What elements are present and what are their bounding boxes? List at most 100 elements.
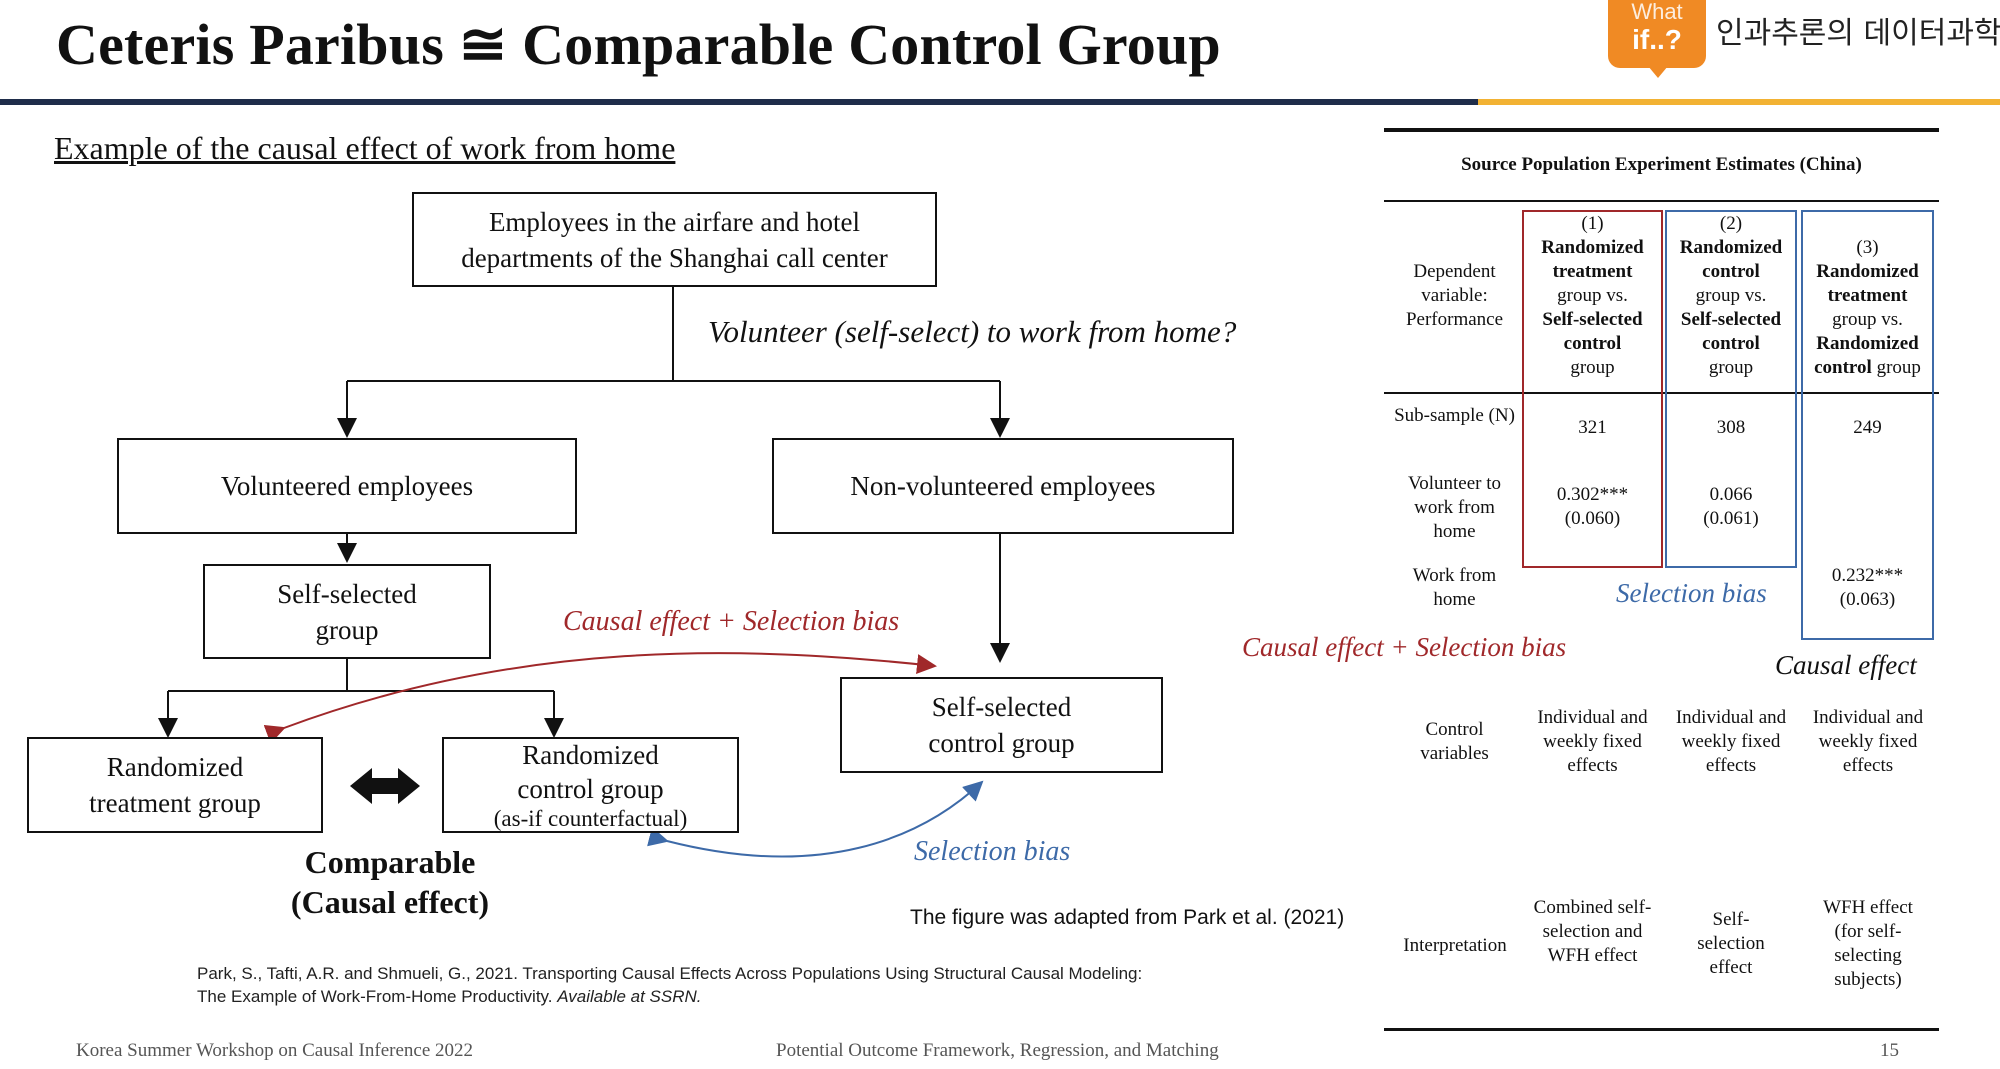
table-title: Source Population Experiment Estimates (… xyxy=(1461,154,1862,175)
cell-interp-2: Self-selection effect xyxy=(1697,909,1765,978)
cell-volunteer-2-coef: 0.066 xyxy=(1709,484,1753,505)
col2-l4: Self-selected xyxy=(1680,309,1782,330)
col3-l6: group xyxy=(1876,357,1921,378)
table-header-rule xyxy=(1384,200,1939,202)
logo-line1: What xyxy=(1631,0,1683,24)
box-non-volunteered: Non-volunteered employees xyxy=(772,438,1234,534)
row-label-wfh: Work from home xyxy=(1412,565,1497,610)
header-rule xyxy=(0,99,1478,105)
cell-subsample-2: 308 xyxy=(1716,417,1746,438)
page-title: Ceteris Paribus ≅ Comparable Control Gro… xyxy=(56,12,1221,77)
cell-subsample-1: 321 xyxy=(1578,417,1607,438)
cell-wfh-3-coef: 0.232*** xyxy=(1831,565,1904,586)
reference-italic: Available at SSRN. xyxy=(557,987,702,1006)
highlight-column-2 xyxy=(1665,210,1797,568)
box-root-population: Employees in the airfare and hotel depar… xyxy=(412,192,937,287)
column-header-3: (3) Randomized treatment group vs. Rando… xyxy=(1803,236,1932,380)
randomized-control-line2: control group xyxy=(517,774,664,804)
row-header-dependent: Dependent variable: Performance xyxy=(1405,261,1504,330)
row-label-interpretation: Interpretation xyxy=(1403,935,1507,956)
col2-num: (2) xyxy=(1719,213,1743,234)
cell-controls-3: Individual and weekly fixed effects xyxy=(1812,707,1924,776)
randomized-control-line1: Randomized xyxy=(522,740,659,770)
adapted-note: The figure was adapted from Park et al. … xyxy=(910,906,1345,929)
non-volunteered-label: Non-volunteered employees xyxy=(850,471,1156,501)
comparable-label: Comparable (Causal effect) xyxy=(230,842,550,922)
comparable-line1: Comparable xyxy=(304,844,476,880)
header-rule-accent xyxy=(1478,99,2000,105)
column-header-1: (1) Randomized treatment group vs. Self-… xyxy=(1524,212,1661,380)
cell-wfh-3-se: (0.063) xyxy=(1839,589,1896,610)
col2-l6: group xyxy=(1708,357,1754,378)
randomized-treatment-label: Randomized treatment group xyxy=(89,752,261,818)
col1-num: (1) xyxy=(1581,213,1604,234)
reference-line1: Park, S., Tafti, A.R. and Shmueli, G., 2… xyxy=(197,964,1143,983)
table-causal-selection-label: Causal effect + Selection bias xyxy=(1242,632,1567,662)
footer-left: Korea Summer Workshop on Causal Inferenc… xyxy=(76,1040,474,1061)
cell-interp-3: WFH effect (for self-selecting subjects) xyxy=(1823,897,1913,990)
table-causal-label: Causal effect xyxy=(1775,650,1917,680)
table-top-rule xyxy=(1384,128,1939,132)
box-randomized-control: Randomized control group (as-if counterf… xyxy=(442,737,739,833)
cell-volunteer-1: 0.302*** (0.060) xyxy=(1524,483,1661,531)
logo-line2: if..? xyxy=(1632,24,1682,55)
causal-selection-arc xyxy=(263,652,937,744)
col3-l2: treatment xyxy=(1827,285,1908,306)
cell-subsample-3: 249 xyxy=(1853,417,1882,438)
col1-l5: control xyxy=(1563,333,1622,354)
col2-l5: control xyxy=(1702,333,1760,354)
selection-bias-arc xyxy=(647,780,984,858)
table-selection-bias-label: Selection bias xyxy=(1616,578,1767,608)
page-number: 15 xyxy=(1880,1040,1899,1061)
cell-controls-2: Individual and weekly fixed effects xyxy=(1675,707,1787,776)
highlight-column-1 xyxy=(1522,210,1663,568)
col1-l6: group xyxy=(1570,357,1615,378)
randomized-control-line3: (as-if counterfactual) xyxy=(493,806,688,831)
column-header-2: (2) Randomized control group vs. Self-se… xyxy=(1667,212,1795,380)
row-label-controls: Control variables xyxy=(1420,719,1489,764)
reference-line2: The Example of Work-From-Home Productivi… xyxy=(197,987,558,1006)
col1-l3: group vs. xyxy=(1557,285,1628,306)
row-label-subsample: Sub-sample (N) xyxy=(1394,405,1515,426)
box-volunteered: Volunteered employees xyxy=(117,438,577,534)
col1-l1: Randomized xyxy=(1541,237,1644,258)
comparable-double-arrow-icon xyxy=(350,768,420,804)
col3-l1: Randomized xyxy=(1816,261,1919,282)
box-randomized-treatment: Randomized treatment group xyxy=(27,737,323,833)
col1-l2: treatment xyxy=(1552,261,1633,282)
cell-volunteer-1-se: (0.060) xyxy=(1564,508,1621,529)
box-self-selected-control: Self-selected control group xyxy=(840,677,1163,773)
logo: What if..? xyxy=(1608,0,1706,68)
col3-num: (3) xyxy=(1856,237,1879,258)
root-label: Employees in the airfare and hotel depar… xyxy=(461,206,888,273)
cell-volunteer-2: 0.066 (0.061) xyxy=(1667,483,1795,531)
self-selected-group-label: Self-selected group xyxy=(277,578,417,645)
highlight-column-3 xyxy=(1801,210,1934,640)
col1-l4: Self-selected xyxy=(1542,309,1643,330)
table-bottom-rule xyxy=(1384,1028,1939,1031)
logo-tail xyxy=(1648,66,1668,78)
selection-bias-label: Selection bias xyxy=(914,836,1071,867)
col2-l2: control xyxy=(1702,261,1760,282)
footer-center: Potential Outcome Framework, Regression,… xyxy=(776,1040,1219,1061)
col3-l5: control xyxy=(1814,357,1872,378)
cell-volunteer-1-coef: 0.302*** xyxy=(1556,484,1629,505)
self-selected-control-label: Self-selected control group xyxy=(928,692,1075,758)
slide-subtitle: Example of the causal effect of work fro… xyxy=(54,130,676,166)
comparable-line2: (Causal effect) xyxy=(290,884,490,920)
row-label-volunteer: Volunteer to work from home xyxy=(1407,473,1502,542)
col2-l3: group vs. xyxy=(1695,285,1767,306)
cell-volunteer-2-se: (0.061) xyxy=(1703,508,1759,529)
col3-l3: group vs. xyxy=(1832,309,1903,330)
question-label: Volunteer (self-select) to work from hom… xyxy=(708,314,1237,349)
col3-l4: Randomized xyxy=(1816,333,1919,354)
volunteered-label: Volunteered employees xyxy=(220,471,474,501)
box-self-selected-group: Self-selected group xyxy=(203,564,491,659)
reference: Park, S., Tafti, A.R. and Shmueli, G., 2… xyxy=(197,962,1142,1008)
causal-selection-label: Causal effect + Selection bias xyxy=(563,606,900,637)
cell-controls-1: Individual and weekly fixed effects xyxy=(1537,707,1648,776)
cell-interp-1: Combined self-selection and WFH effect xyxy=(1533,897,1652,966)
col2-l1: Randomized xyxy=(1679,237,1783,258)
cell-wfh-3: 0.232*** (0.063) xyxy=(1803,564,1932,612)
